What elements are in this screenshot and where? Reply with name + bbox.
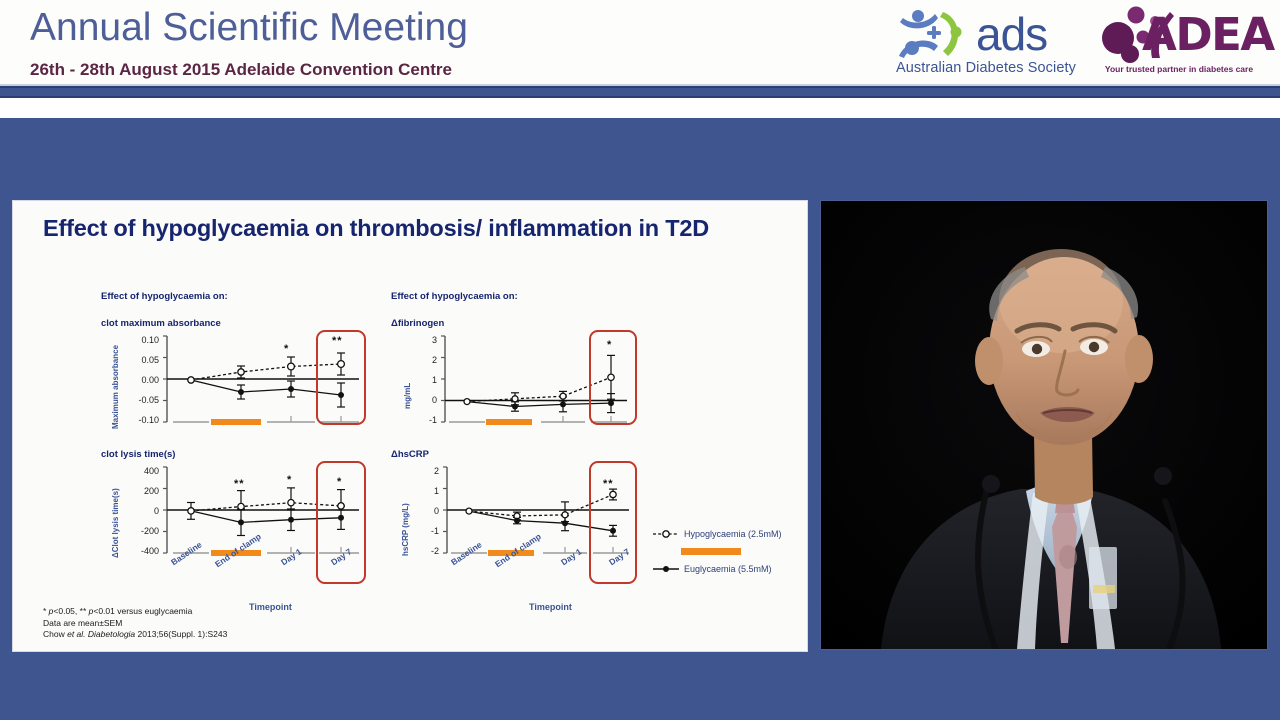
footnote-star-1: * xyxy=(43,606,49,616)
sponsor-logos: ads Australian Diabetes Society ADEA You… xyxy=(896,6,1275,82)
adea-wordmark: ADEA xyxy=(1142,8,1275,61)
footnote-text-2: <0.01 versus euglycaemia xyxy=(93,606,193,616)
chart4-clamp-bar xyxy=(488,550,534,556)
adea-dots-icon xyxy=(1102,6,1174,63)
header-divider xyxy=(0,84,1280,86)
footnote-citation-journal: Diabetologia xyxy=(87,629,136,639)
chart3-sig-day1: * xyxy=(287,474,293,486)
chart3-xlabel: Timepoint xyxy=(249,602,292,612)
footnote-p-2: p xyxy=(88,606,94,616)
footnote-citation-etal: et al. xyxy=(67,629,86,639)
chart3-highlight-box xyxy=(316,461,366,584)
adea-tagline: Your trusted partner in diabetes care xyxy=(1104,64,1254,74)
page-header: Annual Scientific Meeting 26th - 28th Au… xyxy=(0,0,1280,86)
chart-clot-lysis-time: ΔClot lysis time(s) 400 200 0 -200 -400 xyxy=(101,461,366,612)
left-panel-heading: Effect of hypoglycaemia on: xyxy=(101,291,228,302)
chart-legend: Hypoglycaemia (2.5mM) Euglycaemia (5.5mM… xyxy=(653,526,813,577)
chart2-clamp-bar xyxy=(486,419,532,425)
page-title: Annual Scientific Meeting xyxy=(30,6,468,49)
page-subtitle: 26th - 28th August 2015 Adelaide Convent… xyxy=(30,60,452,79)
speaker-video-frame xyxy=(821,201,1267,649)
chart1-ytick-0: 0.10 xyxy=(141,335,159,345)
footnote-line-1: * p<0.05, ** p<0.01 versus euglycaemia xyxy=(43,606,563,618)
chart3-sig-day7: * xyxy=(337,476,343,488)
chart1-sig-day7: ** xyxy=(332,335,343,347)
footnote-text-1: <0.05, ** xyxy=(53,606,89,616)
chart3-ytick-4: -400 xyxy=(140,546,159,556)
right-panel-heading: Effect of hypoglycaemia on: xyxy=(391,291,518,302)
chart3-clamp-bar xyxy=(211,550,261,556)
chart4-ytick-3: -1 xyxy=(430,526,439,536)
ads-figure-icon xyxy=(898,10,962,58)
chart2-ytick-1: 2 xyxy=(431,355,437,365)
chart4-ytick-2: 0 xyxy=(433,506,439,516)
chart-delta-fibrinogen: mg/mL 3 2 1 0 -1 xyxy=(391,330,637,437)
chart2-ytick-0: 3 xyxy=(431,335,437,345)
chart3-sig-endclamp: ** xyxy=(234,478,245,490)
chart4-ytick-4: -2 xyxy=(430,546,439,556)
legend-row-euglycaemia: Euglycaemia (5.5mM) xyxy=(653,561,813,577)
ads-logo: ads Australian Diabetes Society xyxy=(896,6,1076,76)
footnote-line-3: Chow et al. Diabetologia 2013;56(Suppl. … xyxy=(43,629,563,641)
chart3-title: clot lysis time(s) xyxy=(101,449,176,460)
chart4-highlight-box xyxy=(589,461,637,584)
header-white-gap xyxy=(0,98,1280,118)
slide-title: Effect of hypoglycaemia on thrombosis/ i… xyxy=(43,215,710,241)
footnote-line-2: Data are mean±SEM xyxy=(43,617,123,628)
chart1-ytick-3: -0.05 xyxy=(138,395,159,405)
chart2-title: Δfibrinogen xyxy=(391,318,445,329)
chart-clot-maximum-absorbance: Maximum absorbance 0.10 0.05 0.00 -0.05 … xyxy=(101,330,366,437)
ads-tagline: Australian Diabetes Society xyxy=(895,60,1076,76)
header-accent-bar xyxy=(0,86,1280,98)
chart1-ytick-4: -0.10 xyxy=(138,415,159,425)
chart3-ytick-2: 0 xyxy=(153,506,159,516)
chart2-ytick-2: 1 xyxy=(431,375,437,385)
chart3-ytick-3: -200 xyxy=(140,526,159,536)
adea-logo: ADEA Your trusted partner in diabetes ca… xyxy=(1098,6,1275,80)
chart4-sig-day7: ** xyxy=(603,478,614,490)
ads-wordmark: ads xyxy=(975,8,1048,60)
legend-row-hypoglycaemia: Hypoglycaemia (2.5mM) xyxy=(653,526,813,542)
chart-delta-hscrp: hsCRP (mg/L) 2 1 0 -1 -2 xyxy=(391,461,637,612)
legend-dashed-open-marker-icon xyxy=(653,530,679,538)
chart1-highlight-box xyxy=(316,330,366,425)
chart4-title: ΔhsCRP xyxy=(391,449,429,460)
chart2-ytick-3: 0 xyxy=(431,395,437,405)
chart1-clamp-bar xyxy=(211,419,261,425)
footnote-p-1: p xyxy=(48,606,54,616)
chart1-ytick-1: 0.05 xyxy=(141,355,159,365)
chart2-sig-day7: * xyxy=(607,339,613,351)
slide-panel: Effect of hypoglycaemia on thrombosis/ i… xyxy=(12,200,808,652)
chart4-xlabel: Timepoint xyxy=(529,602,572,612)
slide-footnote: * p<0.05, ** p<0.01 versus euglycaemia D… xyxy=(43,606,563,641)
chart2-highlight-box xyxy=(589,330,637,425)
chart4-ytick-0: 2 xyxy=(433,466,439,476)
chart2-plot xyxy=(441,335,627,423)
speaker-video[interactable] xyxy=(820,200,1268,650)
chart2-ytick-4: -1 xyxy=(428,415,437,425)
legend-solid-filled-marker-icon xyxy=(653,566,679,572)
footnote-citation-ref: 2013;56(Suppl. 1):S243 xyxy=(135,629,228,639)
chart1-sig-day1: * xyxy=(284,343,290,355)
chart1-title: clot maximum absorbance xyxy=(101,318,221,329)
legend-clamp-bar xyxy=(681,548,741,555)
footnote-citation-author: Chow xyxy=(43,629,68,639)
chart3-ytick-1: 200 xyxy=(143,486,159,496)
chart1-ytick-2: 0.00 xyxy=(141,375,159,385)
legend-label-euglycaemia: Euglycaemia (5.5mM) xyxy=(684,564,772,574)
chart3-ytick-0: 400 xyxy=(143,466,159,476)
legend-label-hypoglycaemia: Hypoglycaemia (2.5mM) xyxy=(684,529,782,539)
chart4-ytick-1: 1 xyxy=(433,486,439,496)
